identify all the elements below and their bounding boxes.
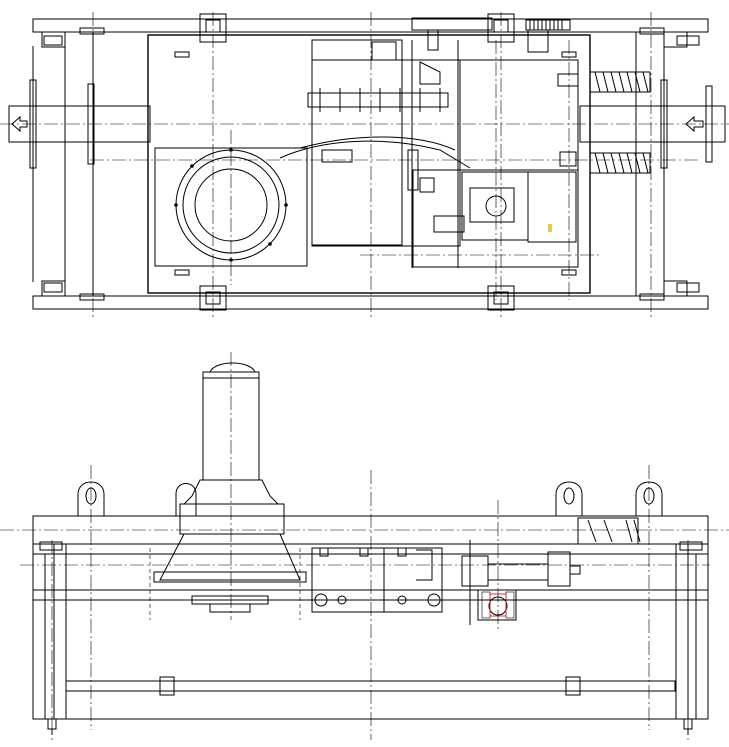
spring-upper [589,71,651,93]
front-view [0,352,729,740]
top-view [0,12,729,318]
spring-lower [589,152,651,174]
flow-arrow-left-icon [685,115,704,133]
